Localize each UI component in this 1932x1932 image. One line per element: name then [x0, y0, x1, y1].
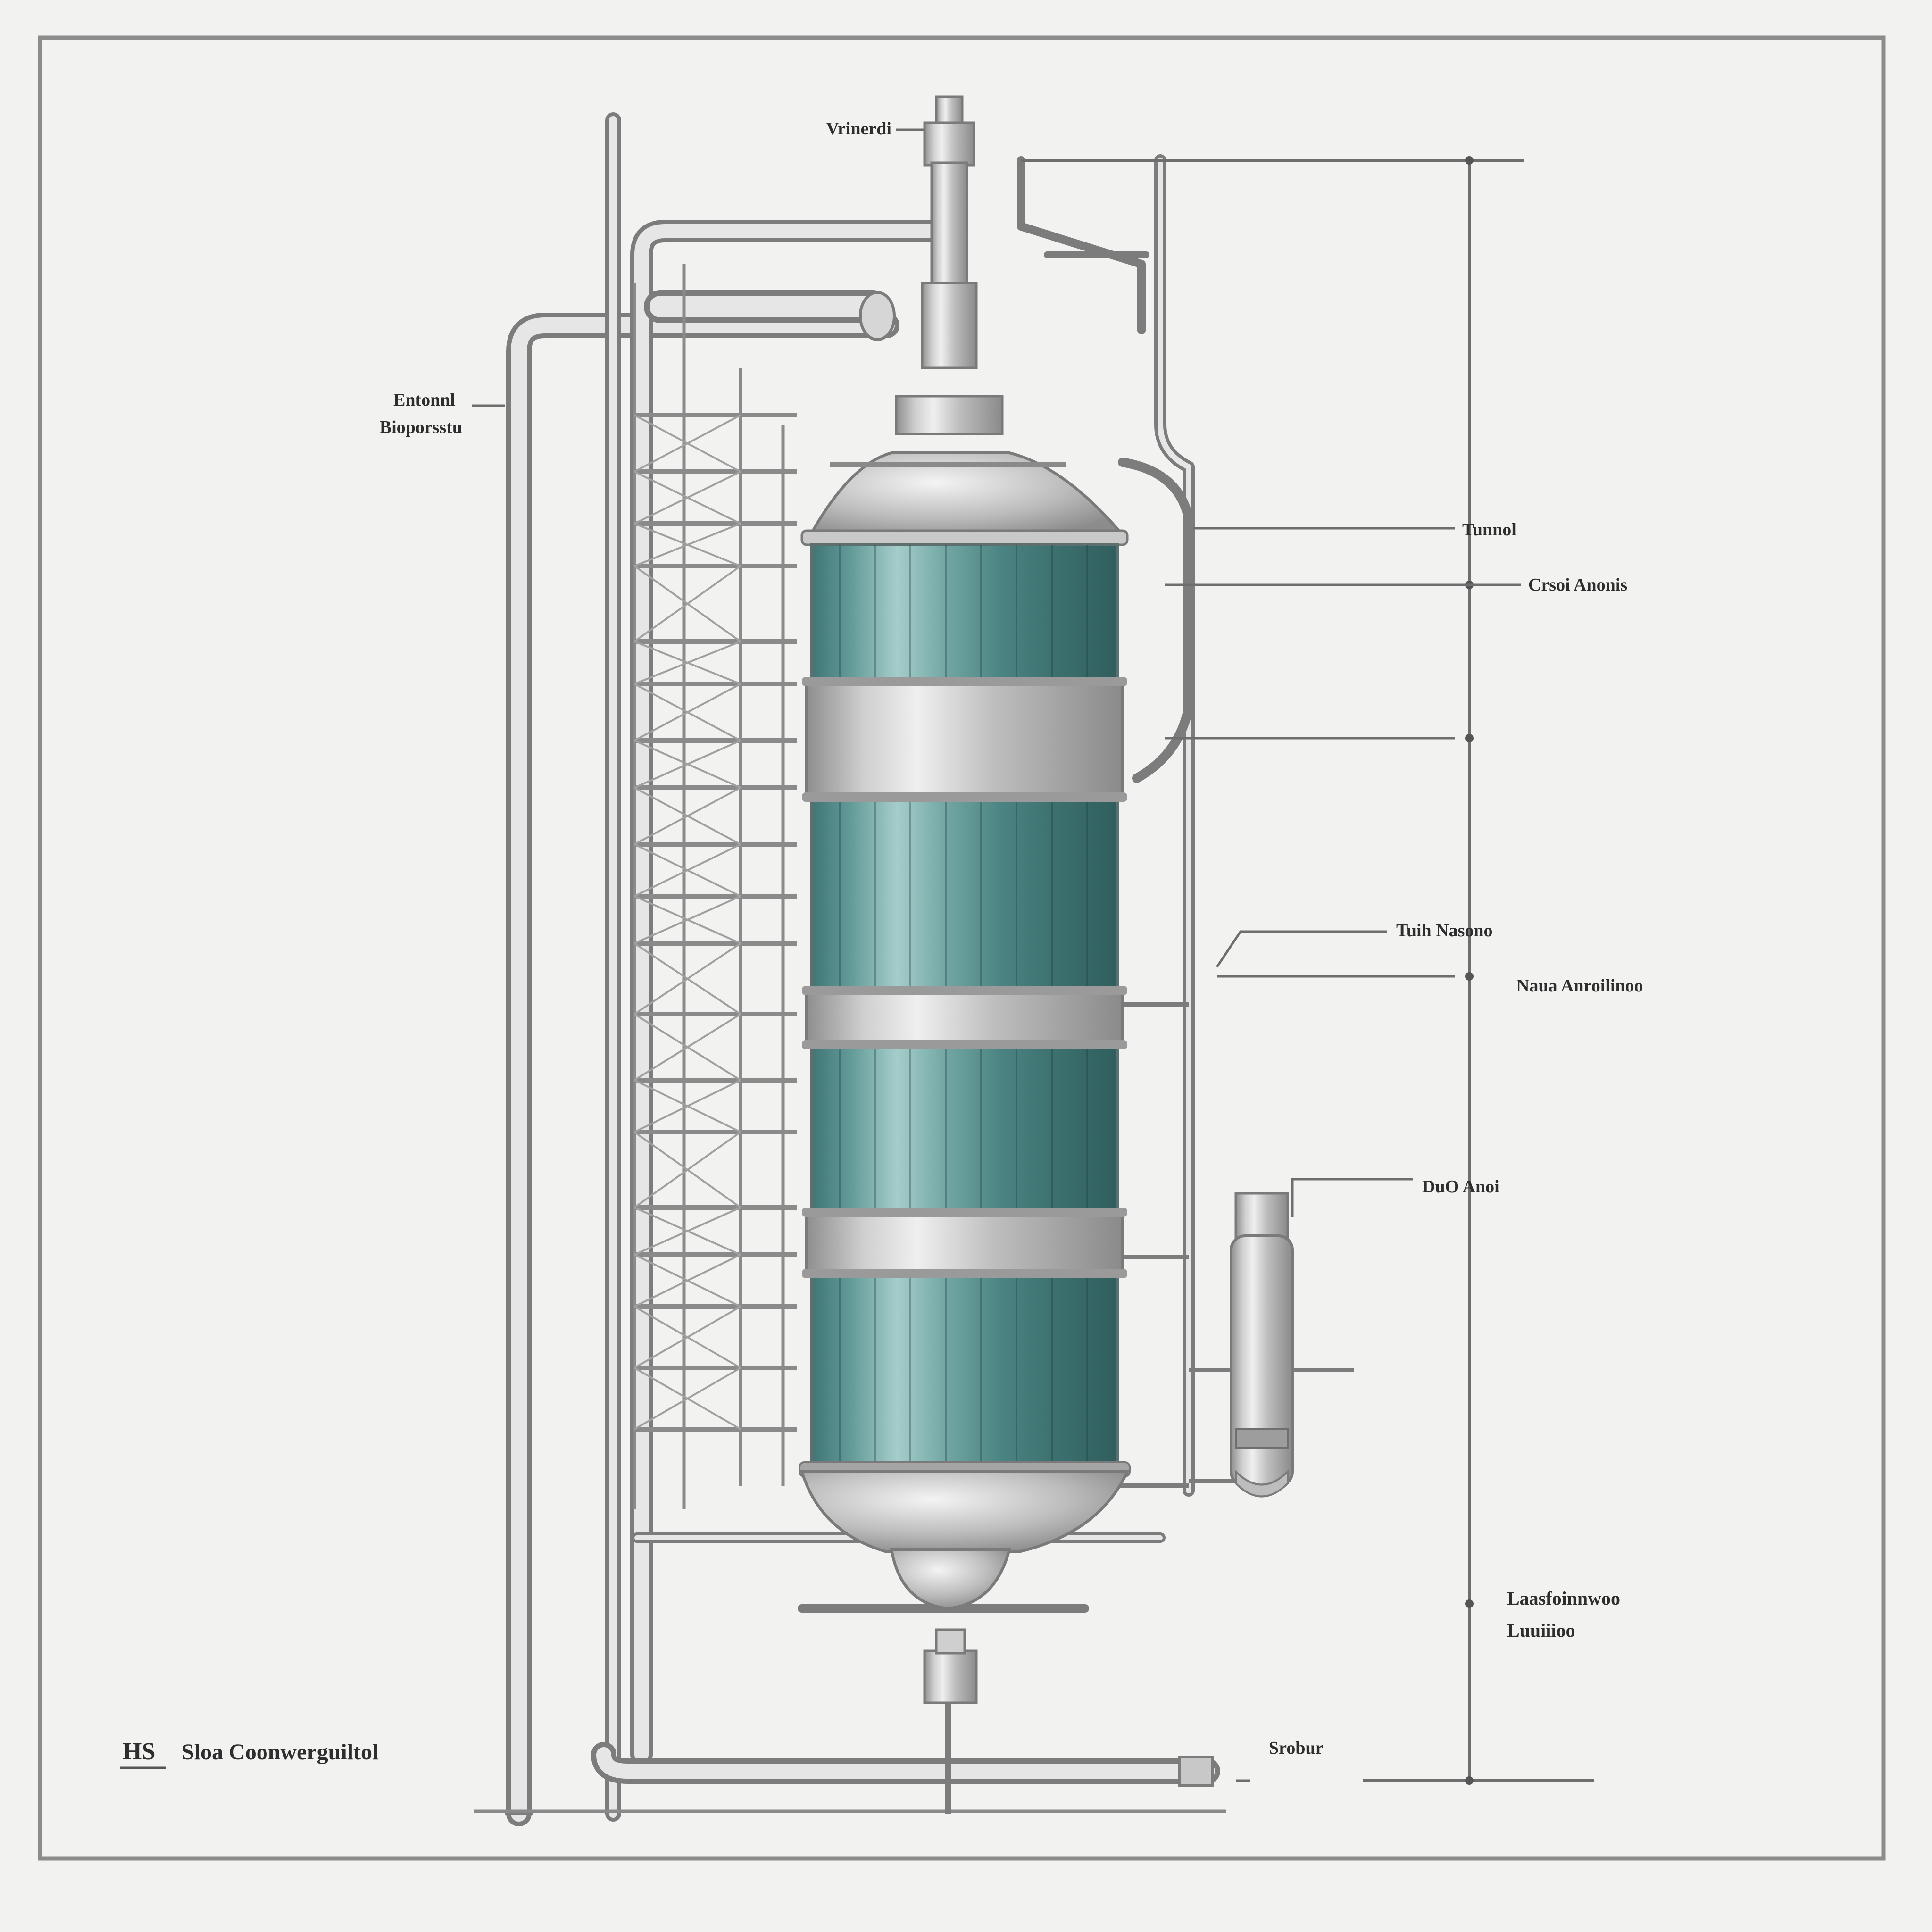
steel-band-1 [805, 680, 1124, 799]
label-right-6-line1: Laasfoinnwoo [1507, 1588, 1620, 1609]
label-upper-left-line1: Entonnl [393, 390, 455, 410]
return-pipe [630, 220, 945, 1766]
glass-section-2 [810, 796, 1119, 992]
right-service-lines [1017, 154, 1354, 1497]
dimension-line [1021, 156, 1594, 1785]
glass-section-3 [810, 1043, 1119, 1214]
reactor-vessel [799, 95, 1131, 1704]
diagram-title-code: HS [123, 1738, 155, 1765]
steel-band-3 [805, 1211, 1124, 1275]
label-right-1: Tunnol [1462, 520, 1516, 540]
steel-band-2 [805, 989, 1124, 1046]
label-right-5: DuO Anoi [1422, 1177, 1499, 1197]
vent-stack-cap [935, 95, 964, 126]
diagram-title: Sloa Coonwerguiltol [182, 1740, 378, 1765]
bottom-dish [890, 1548, 1011, 1610]
upper-header-pipe [644, 290, 896, 341]
bottom-cone [799, 1470, 1130, 1553]
bottom-outlet-nozzle [923, 1649, 978, 1704]
drawing-border [38, 35, 1886, 1861]
top-head [806, 451, 1128, 539]
bottom-outlet-pipe [591, 1742, 1220, 1787]
label-upper-left-line2: Bioporsstu [380, 417, 462, 437]
label-right-3: Tuih Nasono [1396, 921, 1493, 941]
label-right-2: Crsoi Anonis [1528, 575, 1627, 595]
glass-section-4 [810, 1272, 1119, 1464]
access-platform-truss [633, 264, 797, 1509]
label-right-6-line2: Luuiiioo [1507, 1620, 1575, 1641]
label-bottom-right: Srobur [1269, 1738, 1324, 1758]
label-right-4: Naua Anroilinoo [1516, 976, 1643, 996]
left-feed-pipe [505, 313, 899, 1826]
side-condenser [1230, 1192, 1294, 1498]
glass-section-1 [810, 543, 1119, 683]
leader-lines [472, 128, 1521, 1782]
label-top-vent: Vrinerdi [826, 119, 891, 139]
